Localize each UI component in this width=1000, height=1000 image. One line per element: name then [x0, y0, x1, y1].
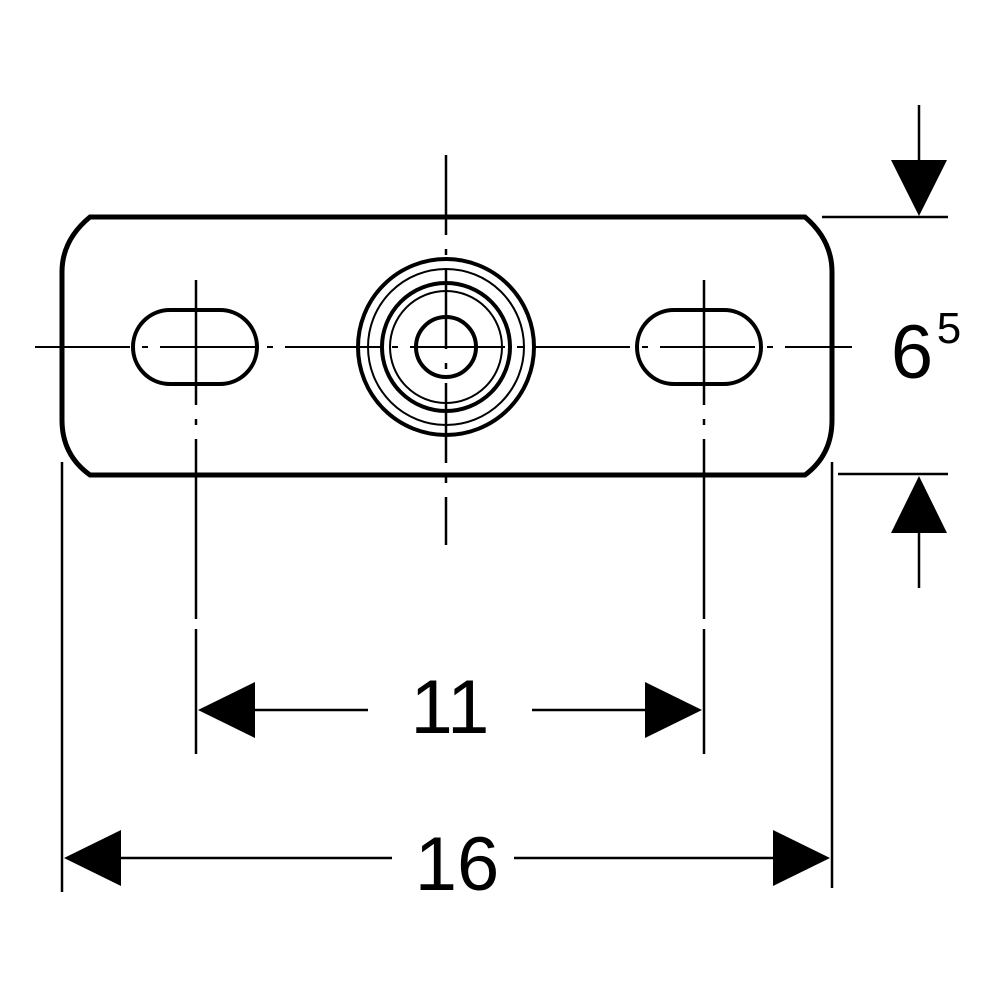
dimension-hole-spacing: 11	[198, 665, 702, 750]
dimension-overall-width: 16	[64, 822, 830, 907]
dimension-label-height-superscript: 5	[937, 304, 961, 353]
arrowhead-left-16	[64, 830, 121, 886]
center-boss	[356, 257, 536, 437]
dimension-height: 6 5	[822, 105, 961, 588]
right-slot	[635, 308, 763, 386]
arrowhead-down	[891, 160, 947, 216]
arrowhead-up	[891, 476, 947, 533]
dimension-label-11: 11	[411, 665, 490, 750]
plate-outline	[59, 214, 835, 478]
dimension-label-height: 6	[891, 310, 933, 395]
arrowhead-right-11	[645, 682, 702, 738]
dimension-label-16: 16	[415, 822, 500, 907]
arrowhead-right-16	[773, 830, 830, 886]
arrowhead-left-11	[198, 682, 255, 738]
